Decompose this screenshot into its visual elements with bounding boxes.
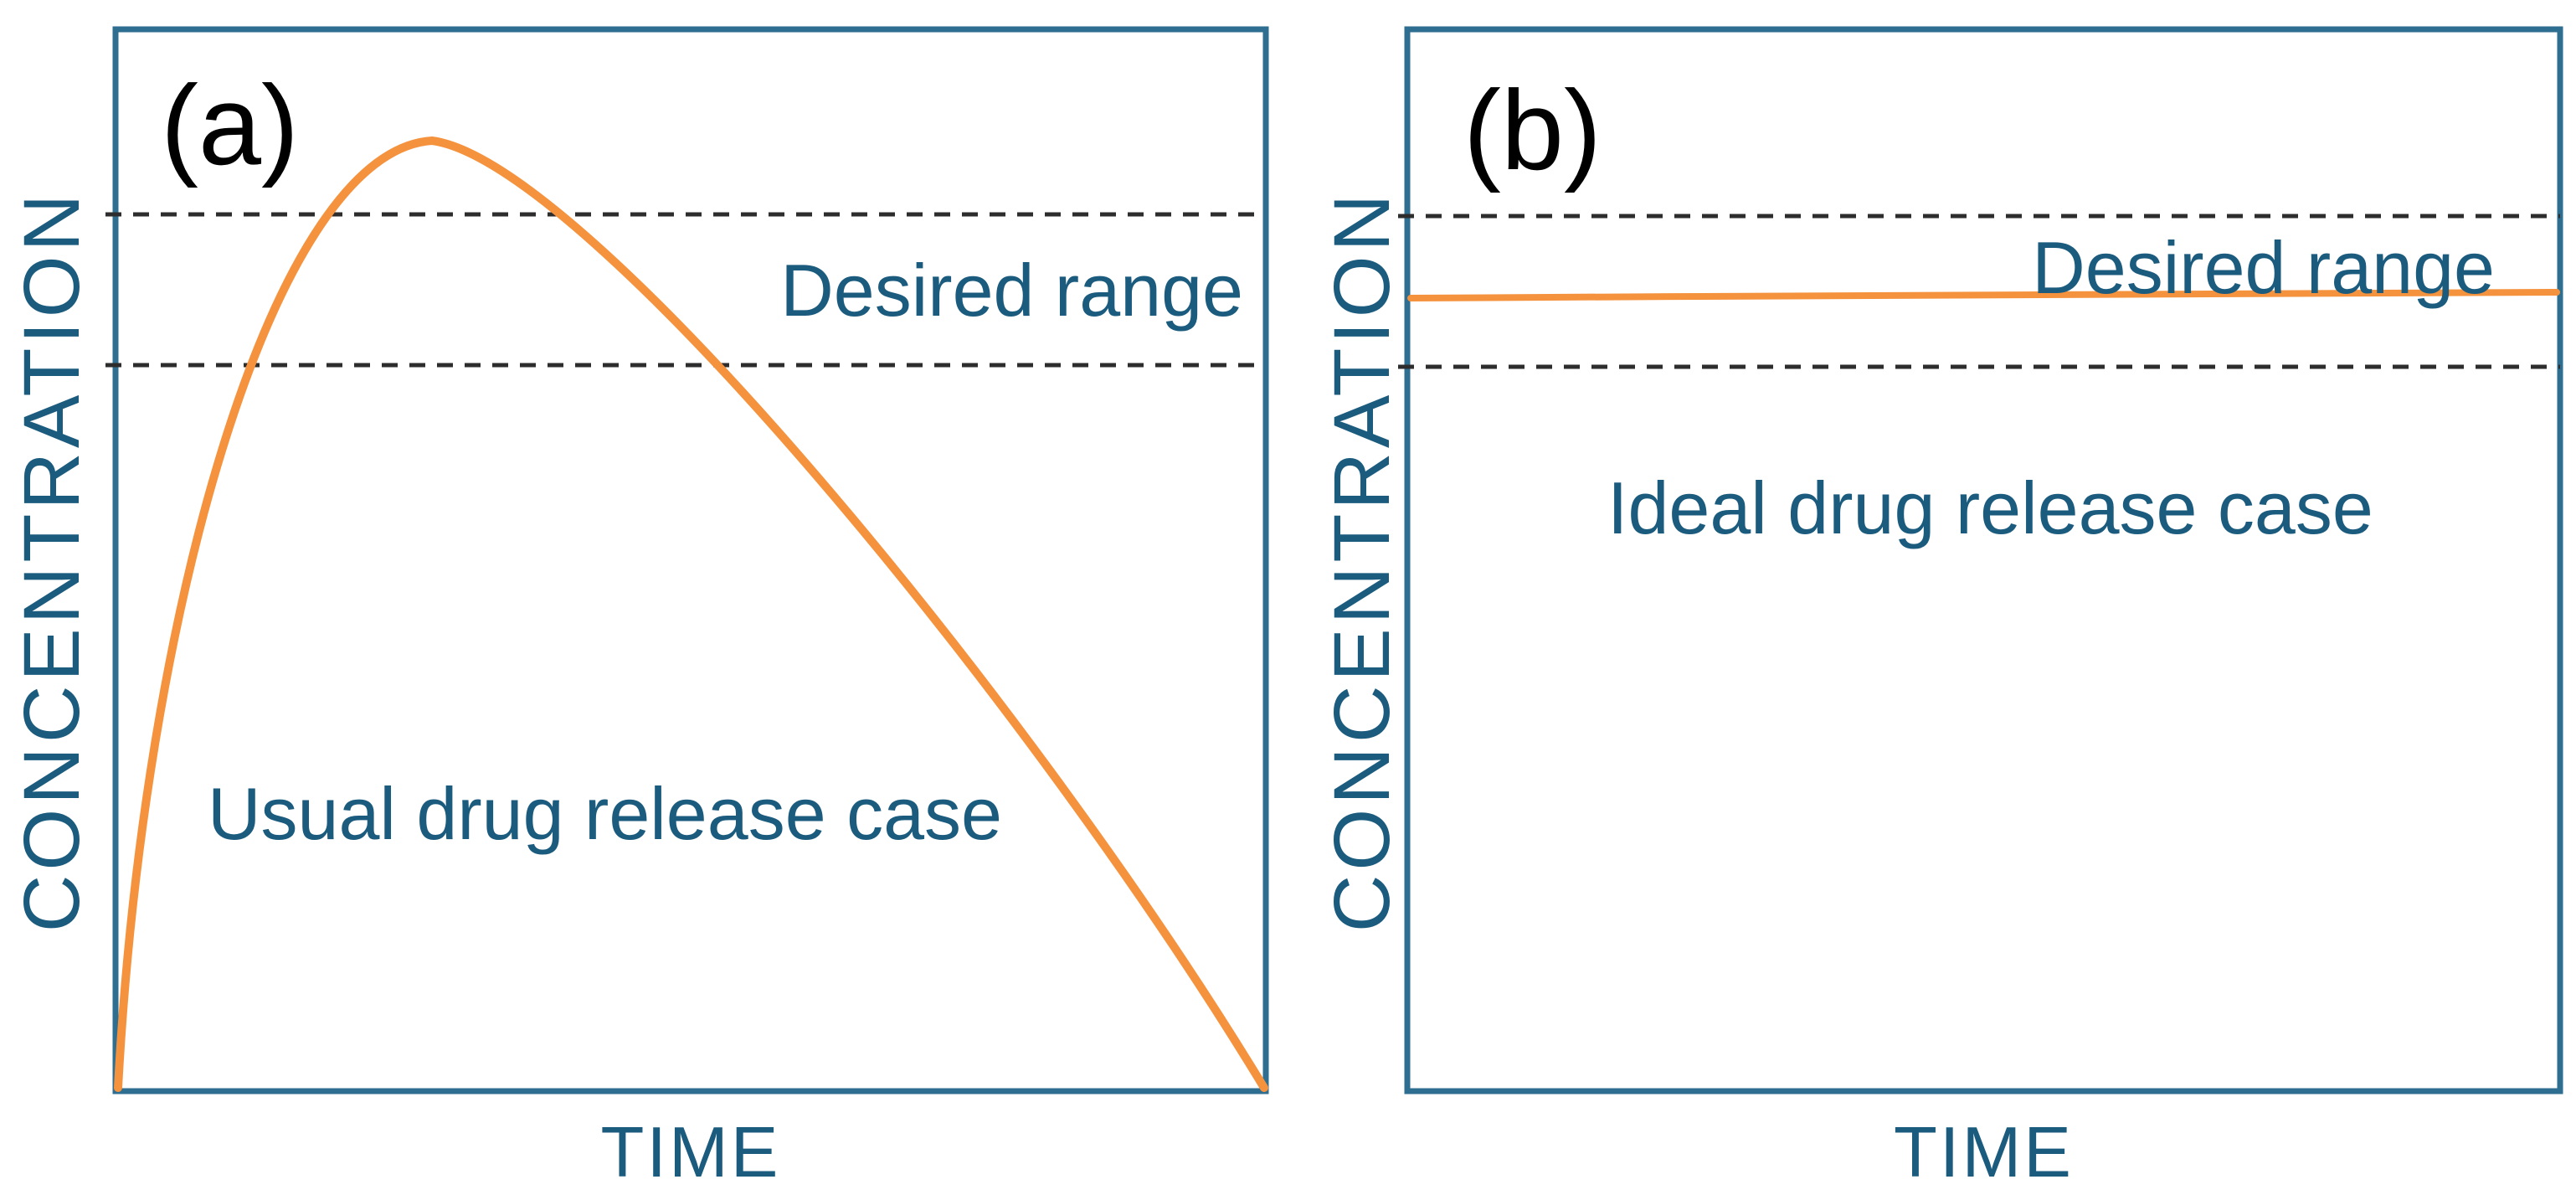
panel-a-tag: (a) bbox=[161, 62, 299, 188]
panel-a-x-axis-label: TIME bbox=[600, 1113, 781, 1192]
panel-b-desired-range-label: Desired range bbox=[2032, 226, 2495, 309]
panel-b-x-axis-label: TIME bbox=[1893, 1113, 2075, 1192]
panel-b-frame bbox=[1404, 26, 2563, 1094]
panel-a-concentration-curve bbox=[114, 136, 1268, 1092]
panel-a-desired-range-label: Desired range bbox=[780, 249, 1243, 332]
panel-a-frame bbox=[112, 26, 1269, 1094]
panel-b-annotation: Ideal drug release case bbox=[1607, 466, 2373, 549]
panel-a-annotation: Usual drug release case bbox=[208, 772, 1002, 855]
panel-b-y-axis-label: CONCENTRATION bbox=[1318, 189, 1406, 933]
panel-a-y-axis-label: CONCENTRATION bbox=[8, 189, 96, 933]
panel-b-tag: (b) bbox=[1463, 67, 1602, 193]
panel-b-concentration-curve bbox=[1407, 289, 2560, 301]
